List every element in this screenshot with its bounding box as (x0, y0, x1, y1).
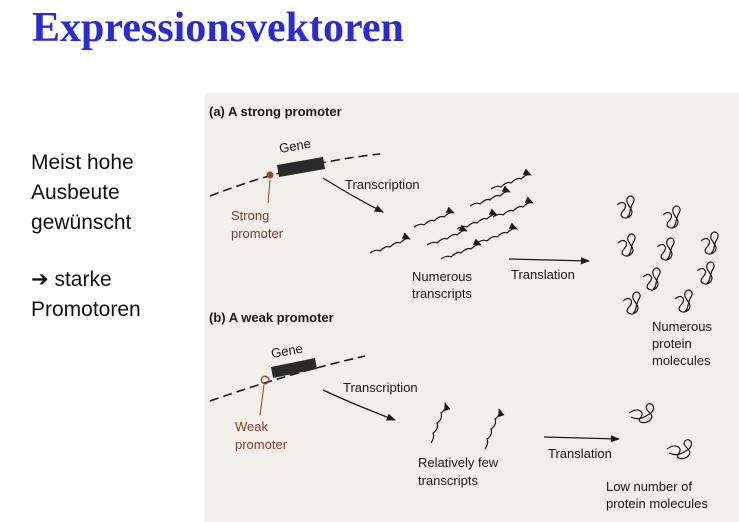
panel-b-heading: (b) A weak promoter (209, 310, 334, 325)
transcript (430, 402, 451, 444)
promoter-pointer-b (259, 384, 265, 416)
protein-molecule (656, 237, 675, 261)
gene-box-b (271, 358, 317, 378)
transcription-label-a: Transcription (345, 177, 420, 192)
proteins-a (616, 195, 719, 315)
protein-molecule (628, 403, 655, 424)
transcript (413, 206, 455, 228)
dna-strand-b (209, 355, 366, 402)
transcription-arrow-b (322, 389, 396, 421)
protein-molecule (642, 267, 661, 291)
conclusion-text: ➔ starke Promotoren (31, 265, 141, 325)
proteins-label-a-3: molecules (652, 353, 711, 368)
transcript (426, 224, 468, 246)
weak-promoter-dot (260, 375, 270, 385)
conclusion-line-1: ➔ starke (31, 265, 141, 295)
promoter-figure: (a) A strong promoter Gene Strong promot… (205, 93, 739, 522)
transcription-arrow-a (322, 177, 384, 213)
protein-molecule (666, 439, 693, 460)
transcript (469, 185, 511, 207)
transcripts-a (369, 168, 534, 260)
bullet-line-1: Meist hohe (31, 151, 134, 174)
transcript (492, 196, 534, 218)
strong-promoter-dot (266, 171, 274, 179)
protein-molecule (696, 261, 715, 285)
transcript (456, 208, 498, 230)
promoter-label-a-1: Strong (231, 208, 269, 223)
translation-label-a: Translation (511, 267, 575, 282)
transcript (490, 168, 532, 190)
transcript (476, 222, 518, 244)
promoter-label-b-1: Weak (235, 419, 268, 434)
bullet-text: Meist hohe Ausbeute gewünscht (31, 148, 134, 238)
promoter-label-b-2: promoter (235, 437, 288, 452)
promoter-label-a-2: promoter (231, 226, 284, 241)
gene-label-a: Gene (278, 136, 312, 156)
arrow-icon: ➔ (31, 268, 49, 291)
proteins-label-a-1: Numerous (652, 319, 712, 334)
gene-box-a (277, 157, 325, 177)
translation-arrow-a (508, 257, 590, 265)
protein-molecule (617, 233, 636, 257)
transcripts-label-a-1: Numerous (412, 269, 472, 284)
bullet-line-3: gewünscht (31, 211, 132, 234)
gene-label-b: Gene (270, 341, 304, 361)
translation-label-b: Translation (548, 446, 612, 461)
transcripts-b (430, 402, 505, 450)
protein-molecule (622, 291, 641, 315)
panel-a-heading: (a) A strong promoter (209, 104, 342, 119)
translation-arrow-b (543, 435, 620, 443)
slide-title: Expressionsvektoren (32, 5, 404, 51)
proteins-label-b-1: Low number of (606, 479, 692, 494)
protein-molecule (616, 195, 635, 219)
promoter-pointer-a (267, 179, 271, 204)
proteins-label-b-2: protein molecules (606, 496, 708, 511)
proteins-b (628, 403, 693, 460)
transcript (369, 232, 411, 254)
proteins-label-a-2: protein (652, 336, 692, 351)
protein-molecule (700, 231, 719, 255)
transcripts-label-a-2: transcripts (412, 286, 472, 301)
transcription-label-b: Transcription (343, 380, 418, 395)
protein-molecule (674, 289, 693, 313)
transcripts-label-b-2: transcripts (418, 473, 478, 488)
promoter-diagram: (a) A strong promoter Gene Strong promot… (209, 104, 719, 511)
bullet-line-2: Ausbeute (31, 181, 120, 204)
conclusion-line-2: Promotoren (31, 298, 141, 321)
transcript (484, 408, 505, 450)
transcript (440, 238, 482, 260)
transcripts-label-b-1: Relatively few (418, 455, 499, 470)
protein-molecule (662, 205, 681, 229)
conclusion-word-1: starke (54, 268, 112, 291)
